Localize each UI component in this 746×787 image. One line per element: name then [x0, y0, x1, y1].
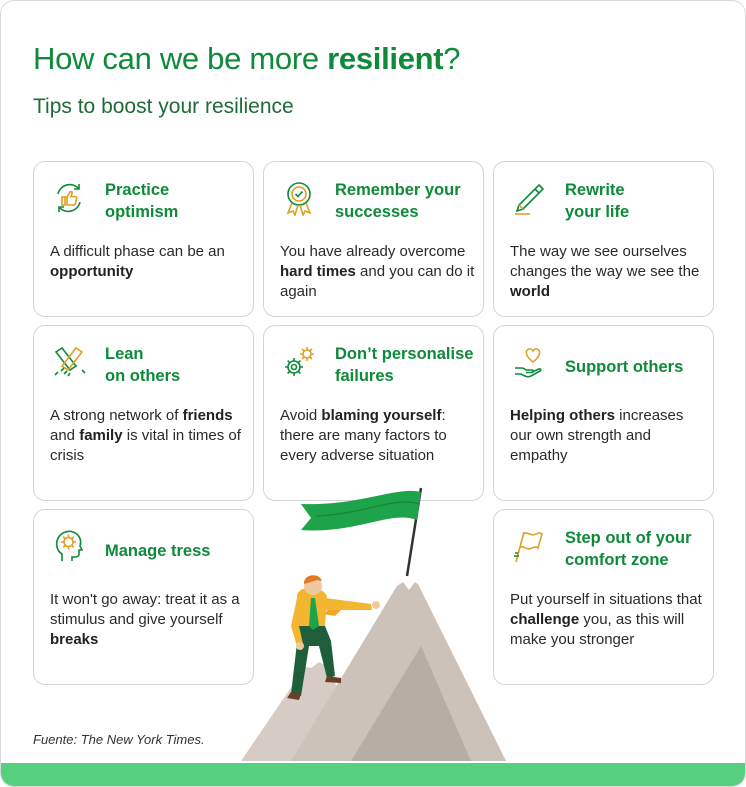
- tip-body: Put yourself in situations that challeng…: [510, 591, 702, 648]
- heart-hand-icon: [515, 348, 542, 378]
- flag-icon: [301, 487, 423, 577]
- climber-figure-icon: [287, 575, 380, 700]
- tip-body: It won't go away: treat it as a stimulus…: [50, 591, 240, 648]
- handshake-icon: [54, 346, 86, 377]
- pencil-icon: [515, 183, 545, 215]
- flag-icon: [514, 531, 543, 563]
- award-medal-icon: [286, 182, 312, 216]
- tip-title: Manage tress: [105, 542, 211, 560]
- tip-body: The way we see ourselves changes the way…: [510, 243, 700, 300]
- page-title: How can we be more resilient?: [33, 41, 461, 76]
- head-mind-icon: [55, 530, 84, 561]
- thumbs-up-cycle-icon: [57, 183, 81, 213]
- source-note: Fuente: The New York Times.: [33, 732, 205, 747]
- tip-body: Helping others increases our own strengt…: [510, 407, 684, 464]
- tip-title: Support others: [565, 358, 684, 376]
- tip-body: You have already overcome hard times and…: [280, 243, 475, 300]
- tip-body: Avoid blaming yourself: there are many f…: [280, 407, 447, 464]
- tip-body: A strong network of friends and family i…: [50, 407, 241, 464]
- mountain-climber-illustration: [241, 487, 506, 761]
- tip-body: A difficult phase can be an opportunity: [50, 243, 225, 280]
- mountain-icon: [241, 566, 506, 761]
- tip-card-support-others: Support others Helping others increases …: [493, 325, 714, 501]
- ground-strip: [1, 763, 745, 786]
- gears-icon: [285, 347, 314, 376]
- tip-card-manage-stress: Manage tress It won't go away: treat it …: [33, 509, 254, 685]
- page-subtitle: Tips to boost your resilience: [33, 95, 294, 118]
